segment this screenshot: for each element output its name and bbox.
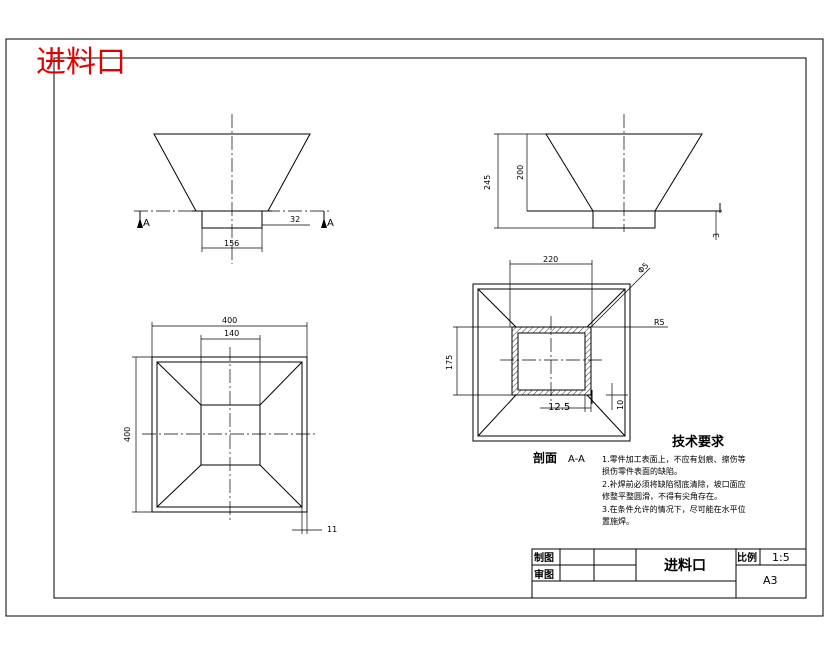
front-dim-width: 156	[224, 239, 239, 248]
tech-title: 技术要求	[672, 434, 725, 450]
side-view: 245 200 3	[483, 114, 722, 240]
plan-dim-width: 400	[222, 316, 237, 325]
tech-line-3: 2.补焊前必须将缺陷彻底清除，坡口面应	[602, 479, 746, 489]
plan-dim-height: 400	[123, 427, 132, 442]
section-dim-gap: 10	[616, 400, 625, 410]
section-dim-wall: 12.5	[548, 402, 570, 413]
tb-checked-label: 审图	[534, 568, 554, 581]
section-dim-height: 175	[445, 355, 454, 370]
side-dim-thickness: 3	[712, 233, 721, 238]
tech-line-1: 1.零件加工表面上，不应有划痕、擦伤等	[602, 454, 746, 464]
stamp-text: 进料口	[36, 45, 126, 80]
plan-view: 400 140 400 11	[123, 316, 337, 534]
section-label-suffix: A-A	[568, 454, 585, 465]
section-mark-right: A	[327, 218, 334, 229]
tech-line-5: 3.在条件允许的情况下，尽可能在水平位	[602, 504, 746, 514]
tb-sheet-size: A3	[763, 574, 778, 587]
tb-scale-label: 比例	[737, 551, 757, 564]
front-view: A A 156 32	[134, 114, 334, 264]
tech-line-6: 置施焊。	[602, 516, 634, 526]
plan-dim-edge: 11	[327, 525, 337, 534]
section-dim-diameter: Φ5	[636, 261, 650, 275]
inner-border	[53, 57, 807, 599]
section-label: 剖面	[533, 450, 557, 465]
front-dim-wall: 32	[290, 215, 300, 224]
section-mark-left: A	[143, 218, 150, 229]
tech-requirements: 技术要求 1.零件加工表面上，不应有划痕、擦伤等 损伤零件表面的缺陷。 2.补焊…	[602, 434, 746, 526]
tech-line-4: 修整平整圆滑，不得有尖角存在。	[602, 491, 722, 501]
section-dim-width: 220	[543, 255, 558, 264]
outer-border	[5, 38, 824, 617]
side-dim-total-height: 245	[483, 175, 492, 190]
tech-line-2: 损伤零件表面的缺陷。	[602, 466, 682, 476]
plan-dim-inner: 140	[224, 329, 239, 338]
section-dim-radius: R5	[654, 318, 665, 327]
title-block: 制图 审图 进料口 比例 1:5 A3	[531, 548, 807, 599]
tb-drawn-label: 制图	[534, 551, 554, 564]
tb-part-name: 进料口	[664, 557, 706, 574]
side-dim-cone-height: 200	[516, 165, 525, 180]
section-view: 220 Φ5 R5 175 12.5 10 剖面 A-A	[445, 255, 668, 465]
tb-scale-value: 1:5	[772, 551, 790, 564]
